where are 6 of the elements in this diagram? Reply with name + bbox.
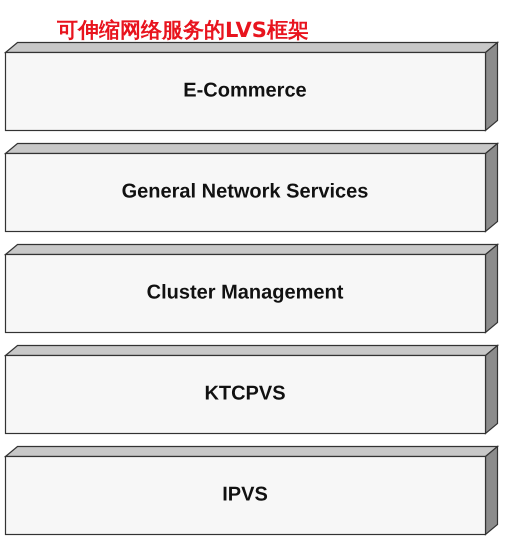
layer-label: E-Commerce [183, 80, 307, 102]
layer-label: Cluster Management [146, 282, 344, 304]
layer-label: IPVS [222, 484, 268, 506]
layer-label: General Network Services [122, 180, 368, 204]
diagram-title: 可伸缩网络服务的LVS框架 [57, 17, 309, 44]
layer-label: KTCPVS [204, 382, 286, 406]
